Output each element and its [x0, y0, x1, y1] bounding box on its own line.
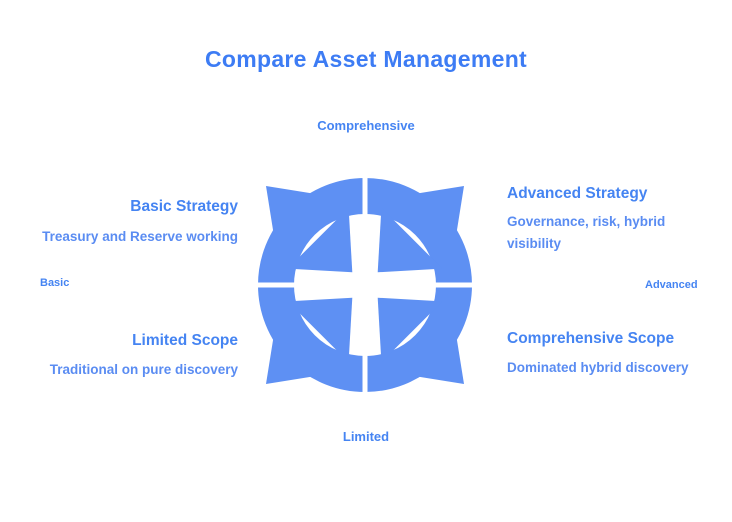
quadrant-top-right-body: Governance, risk, hybrid visibility	[507, 214, 666, 251]
quadrant-top-left-body: Treasury and Reserve working	[42, 229, 238, 244]
page-title: Compare Asset Management	[204, 46, 528, 72]
arrowhead-sw	[287, 297, 353, 363]
converging-arrows-cycle-icon	[252, 172, 478, 398]
quadrant-bottom-left-heading: Limited Scope	[132, 332, 238, 349]
arrowhead-ne	[377, 207, 443, 273]
quadrant-bottom-left-body: Traditional on pure discovery	[49, 362, 238, 377]
arrowhead-se	[377, 297, 443, 363]
spike-ne	[413, 186, 464, 237]
quadrant-bottom-right-heading: Comprehensive Scope	[507, 330, 675, 347]
quadrant-bottom-right-body: Dominated hybrid discovery	[507, 360, 689, 375]
quadrant-top-right-heading: Advanced Strategy	[507, 185, 648, 202]
spike-nw	[266, 186, 317, 237]
arrowhead-nw	[287, 207, 353, 273]
axis-label-bottom: Limited	[342, 429, 390, 444]
axis-label-right: Advanced	[645, 279, 698, 291]
axis-label-top: Comprehensive	[317, 118, 415, 133]
spike-se	[413, 333, 464, 384]
spike-sw	[266, 333, 317, 384]
quadrant-top-left-heading: Basic Strategy	[130, 198, 238, 215]
axis-label-left: Basic	[40, 277, 70, 289]
